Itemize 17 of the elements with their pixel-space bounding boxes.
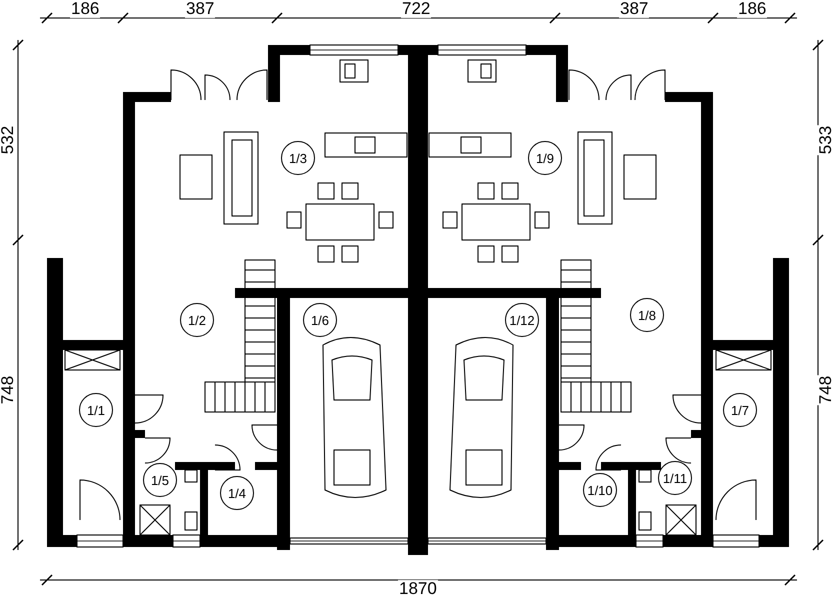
room-number: 1/4	[220, 476, 254, 510]
room-number: 1/11	[658, 461, 692, 495]
room-number: 1/5	[143, 463, 177, 497]
room-number: 1/3	[281, 141, 315, 175]
dimension-label: 186	[737, 0, 768, 18]
dimension-label: 387	[619, 0, 650, 18]
room-number: 1/9	[528, 141, 562, 175]
room-number: 1/7	[723, 393, 757, 427]
room-number: 1/8	[630, 298, 664, 332]
room-number: 1/12	[505, 303, 539, 337]
room-number: 1/6	[303, 303, 337, 337]
dimension-label: 387	[185, 0, 216, 18]
room-number: 1/1	[79, 393, 113, 427]
room-number: 1/10	[583, 473, 617, 507]
dimension-label: 722	[401, 0, 432, 18]
dimension-label: 186	[70, 0, 100, 18]
room-number: 1/2	[180, 303, 214, 337]
